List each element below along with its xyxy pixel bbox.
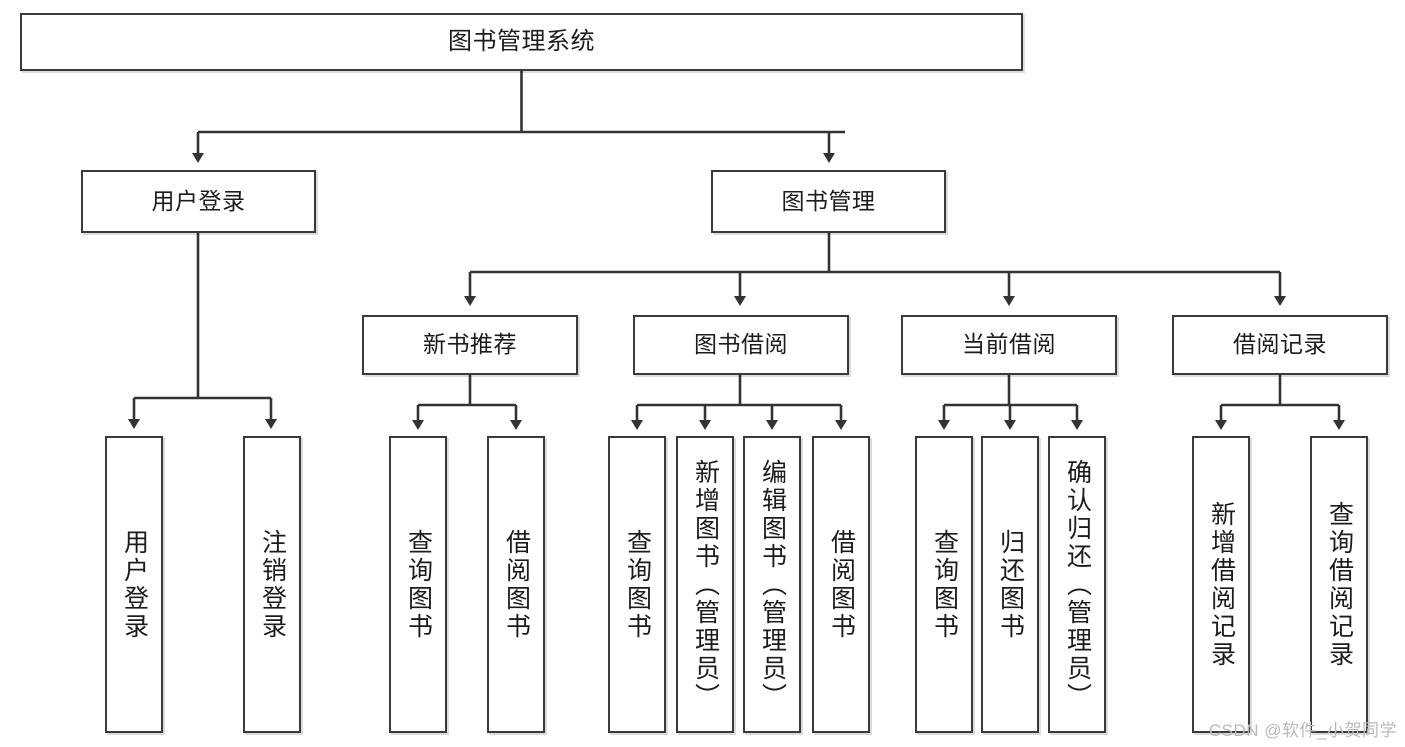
node-label: 用户登录 — [151, 187, 246, 214]
node-label: 新书推荐 — [423, 331, 517, 358]
node-label: 查询图书 — [623, 528, 652, 641]
leaf-user-login-login[interactable]: 用户登录 — [105, 436, 163, 733]
node-book-management[interactable]: 图书管理 — [711, 170, 946, 233]
leaf-current-borrow-confirm-return[interactable]: 确认归还（管理员） — [1048, 436, 1106, 733]
node-label: 图书借阅 — [694, 331, 788, 358]
node-label: 注销登录 — [258, 528, 287, 641]
node-label: 借阅记录 — [1233, 331, 1327, 358]
node-root-book-management-system[interactable]: 图书管理系统 — [20, 13, 1023, 71]
leaf-user-login-logout[interactable]: 注销登录 — [243, 436, 301, 733]
leaf-book-borrow-edit[interactable]: 编辑图书（管理员） — [743, 436, 801, 733]
leaf-book-borrow-borrow[interactable]: 借阅图书 — [812, 436, 870, 733]
leaf-borrow-record-query[interactable]: 查询借阅记录 — [1310, 436, 1368, 733]
leaf-borrow-record-add[interactable]: 新增借阅记录 — [1192, 436, 1250, 733]
node-borrow-record[interactable]: 借阅记录 — [1172, 315, 1388, 375]
node-label: 借阅图书 — [827, 528, 856, 641]
node-current-borrow[interactable]: 当前借阅 — [901, 315, 1117, 375]
node-label: 查询图书 — [930, 528, 959, 641]
node-label: 用户登录 — [120, 528, 149, 641]
node-label: 编辑图书（管理员） — [758, 458, 787, 711]
node-label: 新增图书（管理员） — [691, 458, 720, 711]
leaf-new-book-borrow[interactable]: 借阅图书 — [487, 436, 545, 733]
node-label: 新增借阅记录 — [1207, 500, 1236, 669]
leaf-book-borrow-query[interactable]: 查询图书 — [608, 436, 666, 733]
node-label: 图书管理 — [781, 187, 876, 214]
node-label: 图书管理系统 — [448, 27, 595, 55]
node-book-borrow[interactable]: 图书借阅 — [633, 315, 849, 375]
watermark: CSDN @软件_小贺同学 — [1208, 721, 1397, 740]
node-new-book-recommend[interactable]: 新书推荐 — [362, 315, 578, 375]
node-label: 查询图书 — [404, 528, 433, 641]
node-label: 确认归还（管理员） — [1063, 458, 1092, 711]
node-label: 借阅图书 — [502, 528, 531, 641]
leaf-current-borrow-return[interactable]: 归还图书 — [981, 436, 1039, 733]
leaf-current-borrow-query[interactable]: 查询图书 — [915, 436, 973, 733]
node-user-login[interactable]: 用户登录 — [81, 170, 316, 233]
leaf-new-book-query[interactable]: 查询图书 — [389, 436, 447, 733]
node-label: 归还图书 — [996, 528, 1025, 641]
leaf-book-borrow-add[interactable]: 新增图书（管理员） — [676, 436, 734, 733]
node-label: 查询借阅记录 — [1325, 500, 1354, 669]
node-label: 当前借阅 — [962, 331, 1056, 358]
